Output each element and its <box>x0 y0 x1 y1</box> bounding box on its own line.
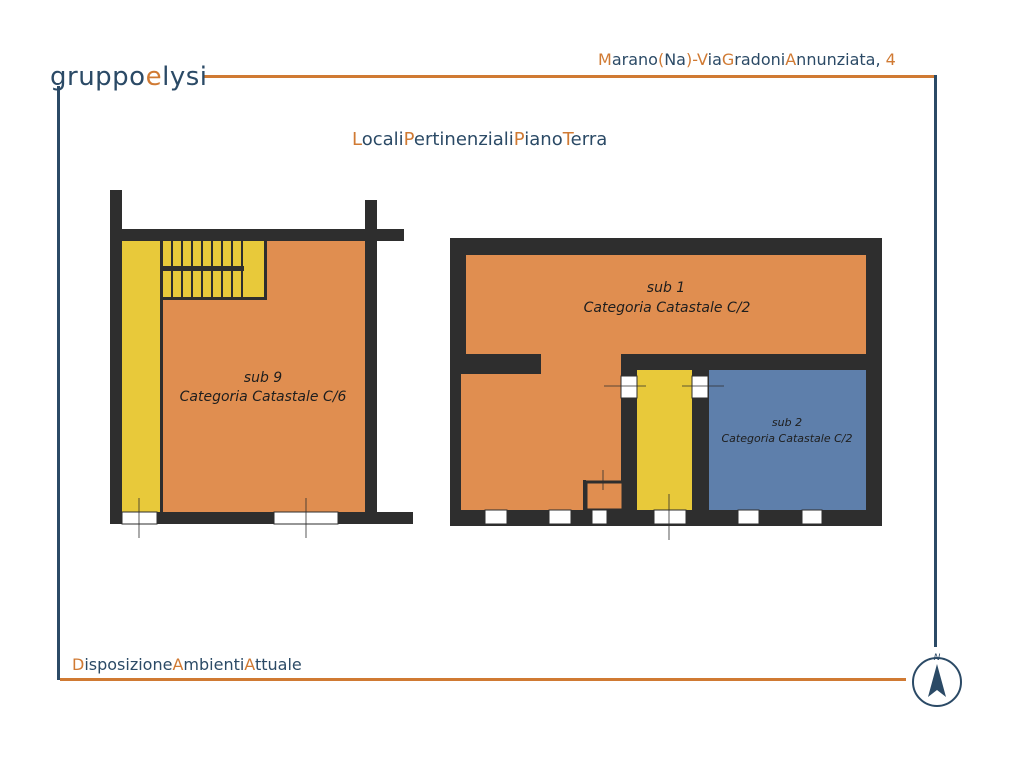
frame-left-line <box>57 86 60 680</box>
wall-left <box>110 190 122 523</box>
room-sub1-name: sub 1 <box>647 280 685 296</box>
compass-rose: N <box>912 653 962 707</box>
address-part: ( <box>657 50 665 69</box>
caption-part: A <box>172 655 184 674</box>
address-part: V <box>697 50 708 69</box>
room-sub1-category: Categoria Catastale C/2 <box>584 300 751 316</box>
title-part: ertinenziali <box>413 129 514 150</box>
caption-part: A <box>244 655 255 674</box>
caption-part: mbienti <box>183 655 245 674</box>
corridor-right <box>637 370 692 510</box>
logo-prefix: gruppo <box>50 62 146 92</box>
left-unit: sub 9 Categoria Catastale C/6 <box>110 190 413 538</box>
wall-right <box>365 229 377 523</box>
title-part: T <box>562 129 571 150</box>
address-part: )- <box>685 50 698 69</box>
company-logo: gruppoelysi <box>50 62 207 92</box>
title-part: iano <box>524 129 563 150</box>
window-right-4 <box>653 509 687 525</box>
compass-ring <box>912 657 962 707</box>
stair-wall-bottom <box>162 297 267 300</box>
frame-right-line <box>934 75 937 647</box>
title-part: erra <box>570 129 608 150</box>
address-part: G <box>721 50 735 69</box>
stair-wall-left <box>160 241 163 512</box>
title-part: P <box>403 129 414 150</box>
window-right-2 <box>548 509 572 525</box>
logo-accent: e <box>145 62 163 92</box>
room-sub2-name: sub 2 <box>772 416 802 429</box>
door-opening-2 <box>691 375 709 399</box>
address-part: A <box>785 50 797 69</box>
corridor-yellow <box>122 241 161 512</box>
title-part: P <box>513 129 525 150</box>
window-right-6 <box>801 509 823 525</box>
room-sub2-category: Categoria Catastale C/2 <box>722 432 853 445</box>
property-address: Marano(Na)-ViaGradoniAnnunziata, 4 <box>598 50 896 69</box>
address-part: 4 <box>885 50 896 69</box>
caption-part: ttuale <box>254 655 302 674</box>
window-right-1 <box>484 509 508 525</box>
window-left-1 <box>121 511 158 525</box>
address-part: radoni <box>734 50 786 69</box>
room-sub9-category: Categoria Catastale C/6 <box>180 389 347 405</box>
address-part: nnunziata, <box>796 50 886 69</box>
title-part: ocali <box>361 129 404 150</box>
room-sub2 <box>709 370 866 510</box>
compass-north-label: N <box>934 653 941 663</box>
title-part: L <box>352 129 362 150</box>
address-part: Na <box>664 50 686 69</box>
room-sub1 <box>461 255 866 510</box>
frame-top-line <box>203 75 936 78</box>
closet <box>584 480 625 512</box>
north-arrow-icon <box>928 664 946 697</box>
right-unit: sub 1 Categoria Catastale C/2 sub 2 Cate… <box>450 238 882 540</box>
room-sub9-name: sub 9 <box>244 370 283 386</box>
window-right-3 <box>591 509 608 525</box>
caption-part: D <box>72 655 85 674</box>
door-opening-1 <box>620 375 638 399</box>
window-right-5 <box>737 509 760 525</box>
address-part: ia <box>707 50 722 69</box>
wall-top-left <box>110 229 366 241</box>
plan-title: LocaliPertinenzialiPianoTerra <box>352 129 607 150</box>
stair-wall-right <box>264 241 267 299</box>
layout-caption: DisposizioneAmbientiAttuale <box>72 655 302 674</box>
address-part: M <box>598 50 612 69</box>
caption-part: isposizione <box>84 655 173 674</box>
stair-landing-bar <box>162 266 244 271</box>
logo-suffix: lysi <box>162 62 208 92</box>
address-part: arano <box>611 50 658 69</box>
frame-bottom-line <box>60 678 906 681</box>
